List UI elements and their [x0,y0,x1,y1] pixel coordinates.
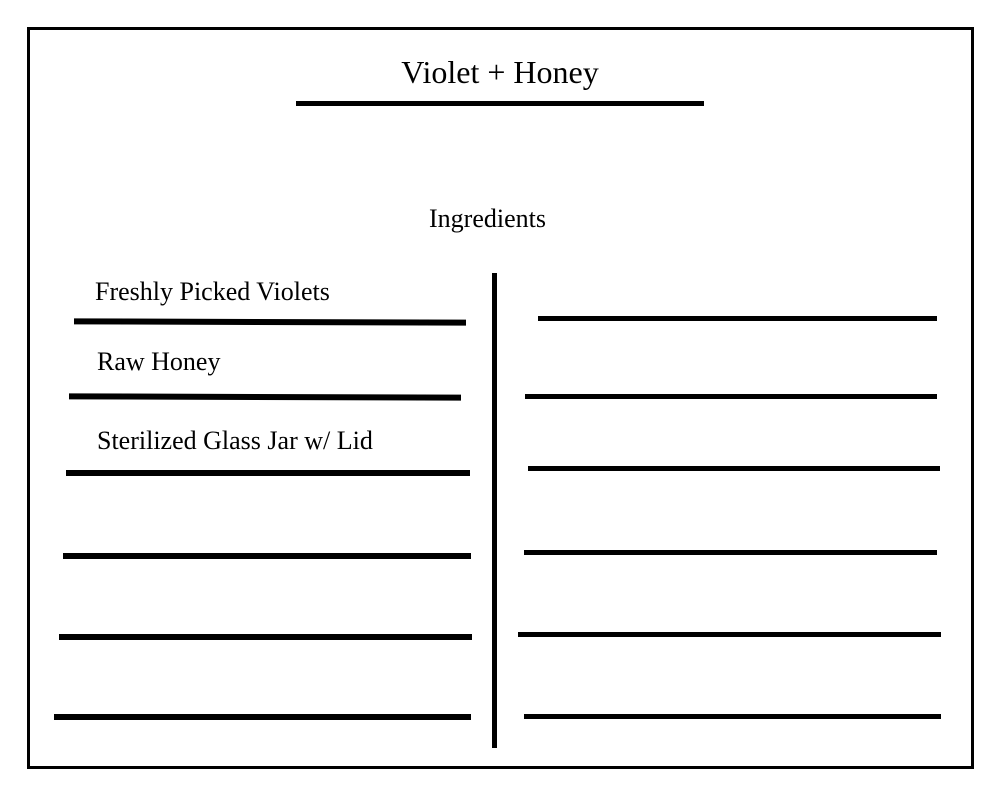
ingredient-line-left-5 [59,634,472,640]
ingredient-line-left-3 [66,470,470,476]
ingredient-line-right-6 [524,714,941,719]
ingredient-line-left-4 [63,553,471,559]
column-divider [492,273,497,748]
ingredient-line-right-5 [518,632,941,637]
ingredient-text-left-1: Freshly Picked Violets [95,277,330,306]
ingredient-line-right-2 [525,394,937,399]
ingredients-heading: Ingredients [429,204,546,233]
ingredient-line-left-6 [54,714,471,720]
ingredient-text-left-3: Sterilized Glass Jar w/ Lid [97,426,373,455]
ingredient-line-right-1 [538,316,937,321]
ingredient-line-right-3 [528,466,940,471]
recipe-title: Violet + Honey [401,54,599,90]
title-underline [296,101,704,106]
ingredient-text-left-2: Raw Honey [97,347,221,376]
recipe-card [27,27,974,769]
ingredient-line-right-4 [524,550,937,555]
